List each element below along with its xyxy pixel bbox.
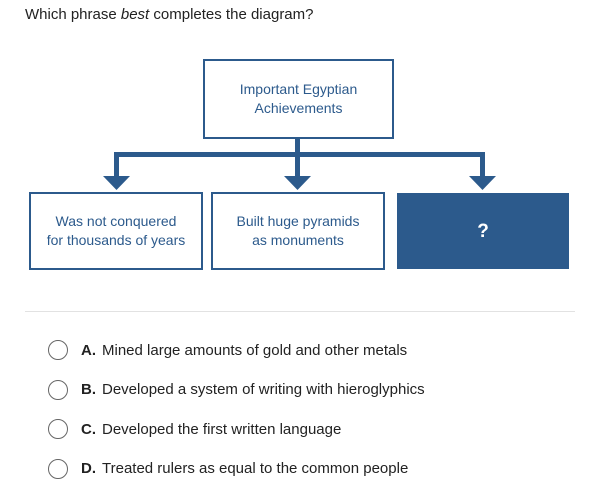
option-a[interactable]: A. Mined large amounts of gold and other… bbox=[48, 338, 578, 362]
option-text: Treated rulers as equal to the common pe… bbox=[102, 460, 409, 477]
arrow-down-icon bbox=[469, 176, 496, 190]
child-2-line-1: Built huge pyramids bbox=[236, 213, 360, 229]
diagram-child-box-1: Was not conquered for thousands of years bbox=[29, 192, 203, 270]
root-line-1: Important Egyptian bbox=[239, 81, 358, 97]
diagram-child-box-2: Built huge pyramids as monuments bbox=[211, 192, 385, 270]
connector-drop-right bbox=[480, 152, 485, 178]
concept-diagram: Important Egyptian Achievements Was not … bbox=[29, 59, 569, 270]
option-letter: A. bbox=[81, 341, 96, 359]
diagram-missing-box: ? bbox=[397, 193, 569, 269]
root-line-2: Achievements bbox=[254, 100, 343, 116]
question-prompt: Which phrase best completes the diagram? bbox=[25, 6, 314, 23]
arrow-down-icon bbox=[284, 176, 311, 190]
radio-button[interactable] bbox=[48, 419, 68, 439]
option-c[interactable]: C. Developed the first written language bbox=[48, 417, 578, 441]
question-emphasis: best bbox=[120, 6, 150, 23]
radio-button[interactable] bbox=[48, 379, 68, 400]
missing-placeholder: ? bbox=[477, 220, 489, 242]
option-text: Developed a system of writing with hiero… bbox=[102, 381, 425, 398]
option-text: Developed the first written language bbox=[102, 420, 342, 438]
option-letter: B. bbox=[81, 381, 96, 398]
child-1-line-1: Was not conquered bbox=[55, 213, 177, 229]
answer-options: A. Mined large amounts of gold and other… bbox=[48, 338, 578, 487]
child-2-line-2: as monuments bbox=[252, 232, 344, 248]
radio-button[interactable] bbox=[48, 458, 68, 479]
connector-drop-left bbox=[114, 152, 119, 178]
connector-drop-middle bbox=[295, 152, 300, 178]
option-text: Mined large amounts of gold and other me… bbox=[102, 341, 408, 359]
option-letter: D. bbox=[81, 460, 96, 477]
diagram-connectors bbox=[103, 139, 496, 190]
radio-button[interactable] bbox=[48, 340, 68, 360]
divider bbox=[25, 311, 575, 312]
diagram-root-box: Important Egyptian Achievements bbox=[203, 59, 394, 139]
option-b[interactable]: B. Developed a system of writing with hi… bbox=[48, 378, 578, 402]
arrow-down-icon bbox=[103, 176, 130, 190]
question-suffix: completes the diagram? bbox=[149, 6, 314, 23]
option-d[interactable]: D. Treated rulers as equal to the common… bbox=[48, 457, 578, 481]
child-1-line-2: for thousands of years bbox=[46, 232, 186, 248]
option-letter: C. bbox=[81, 420, 96, 438]
connector-stem bbox=[295, 139, 300, 155]
question-prefix: Which phrase bbox=[25, 6, 121, 23]
